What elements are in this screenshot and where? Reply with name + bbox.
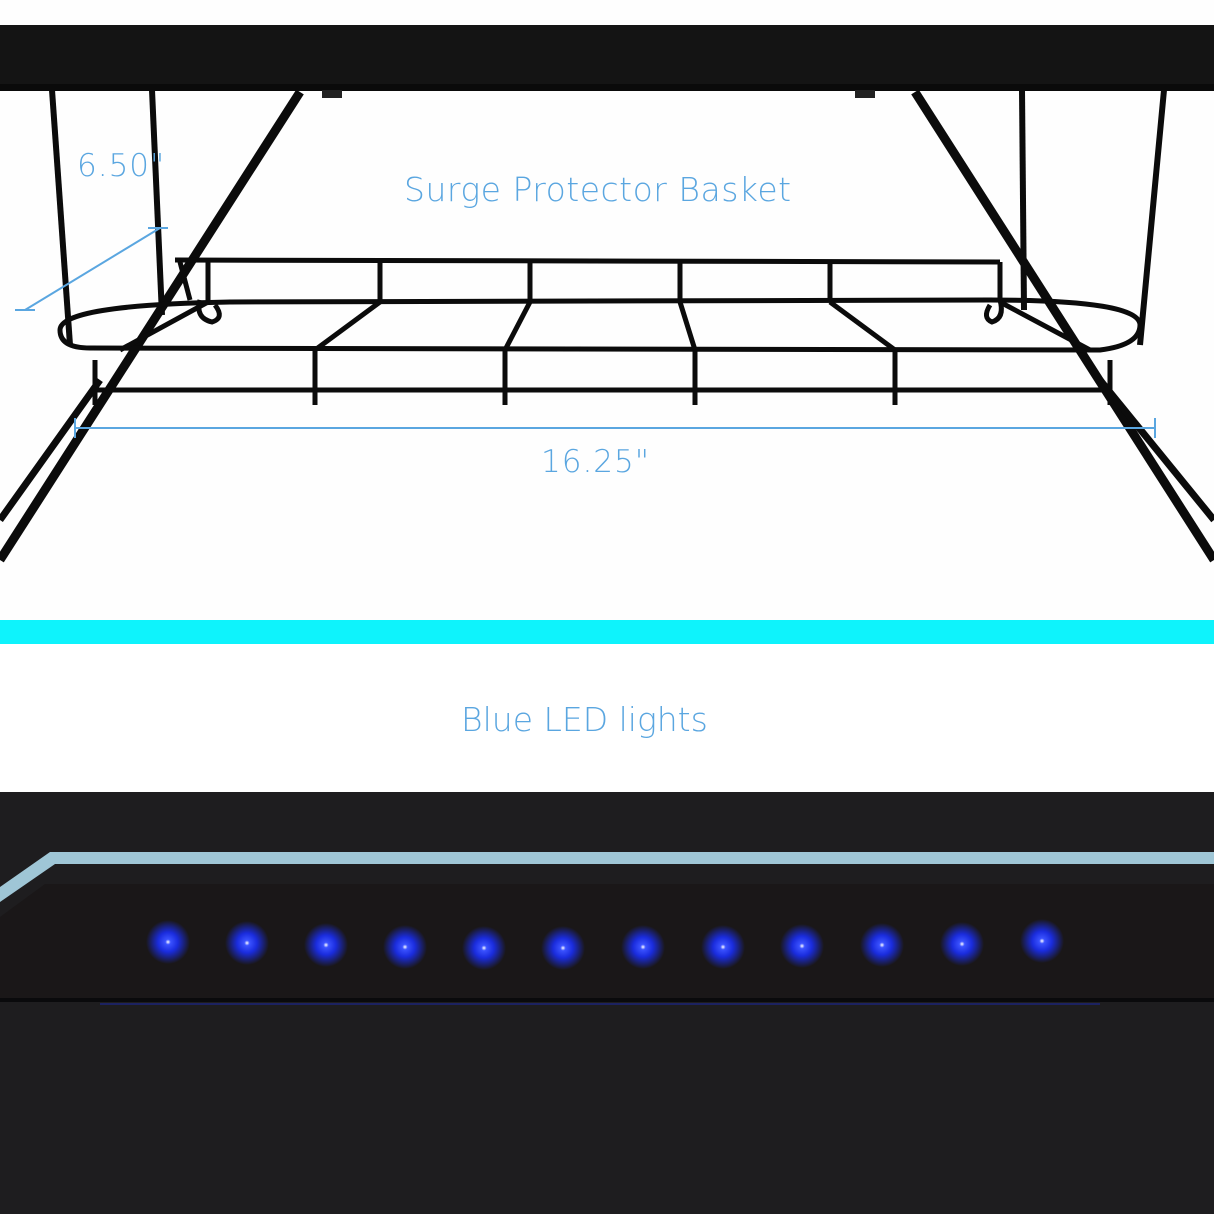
led-strip-illustration — [0, 852, 1214, 1005]
desk-underside-illustration — [0, 25, 1214, 563]
width-dimension-label: 16.25" — [541, 444, 651, 480]
depth-dimension-label: 6.50" — [77, 148, 166, 184]
led-photo-panel — [0, 792, 1214, 1214]
led-caption-band — [0, 644, 1214, 792]
cyan-divider-bar — [0, 620, 1214, 644]
surge-basket-caption: Surge Protector Basket — [404, 170, 792, 209]
led-lights-caption: Blue LED lights — [461, 700, 708, 739]
surge-basket-photo-panel: 6.50" Surge Protector Basket 16.25" — [0, 25, 1214, 563]
